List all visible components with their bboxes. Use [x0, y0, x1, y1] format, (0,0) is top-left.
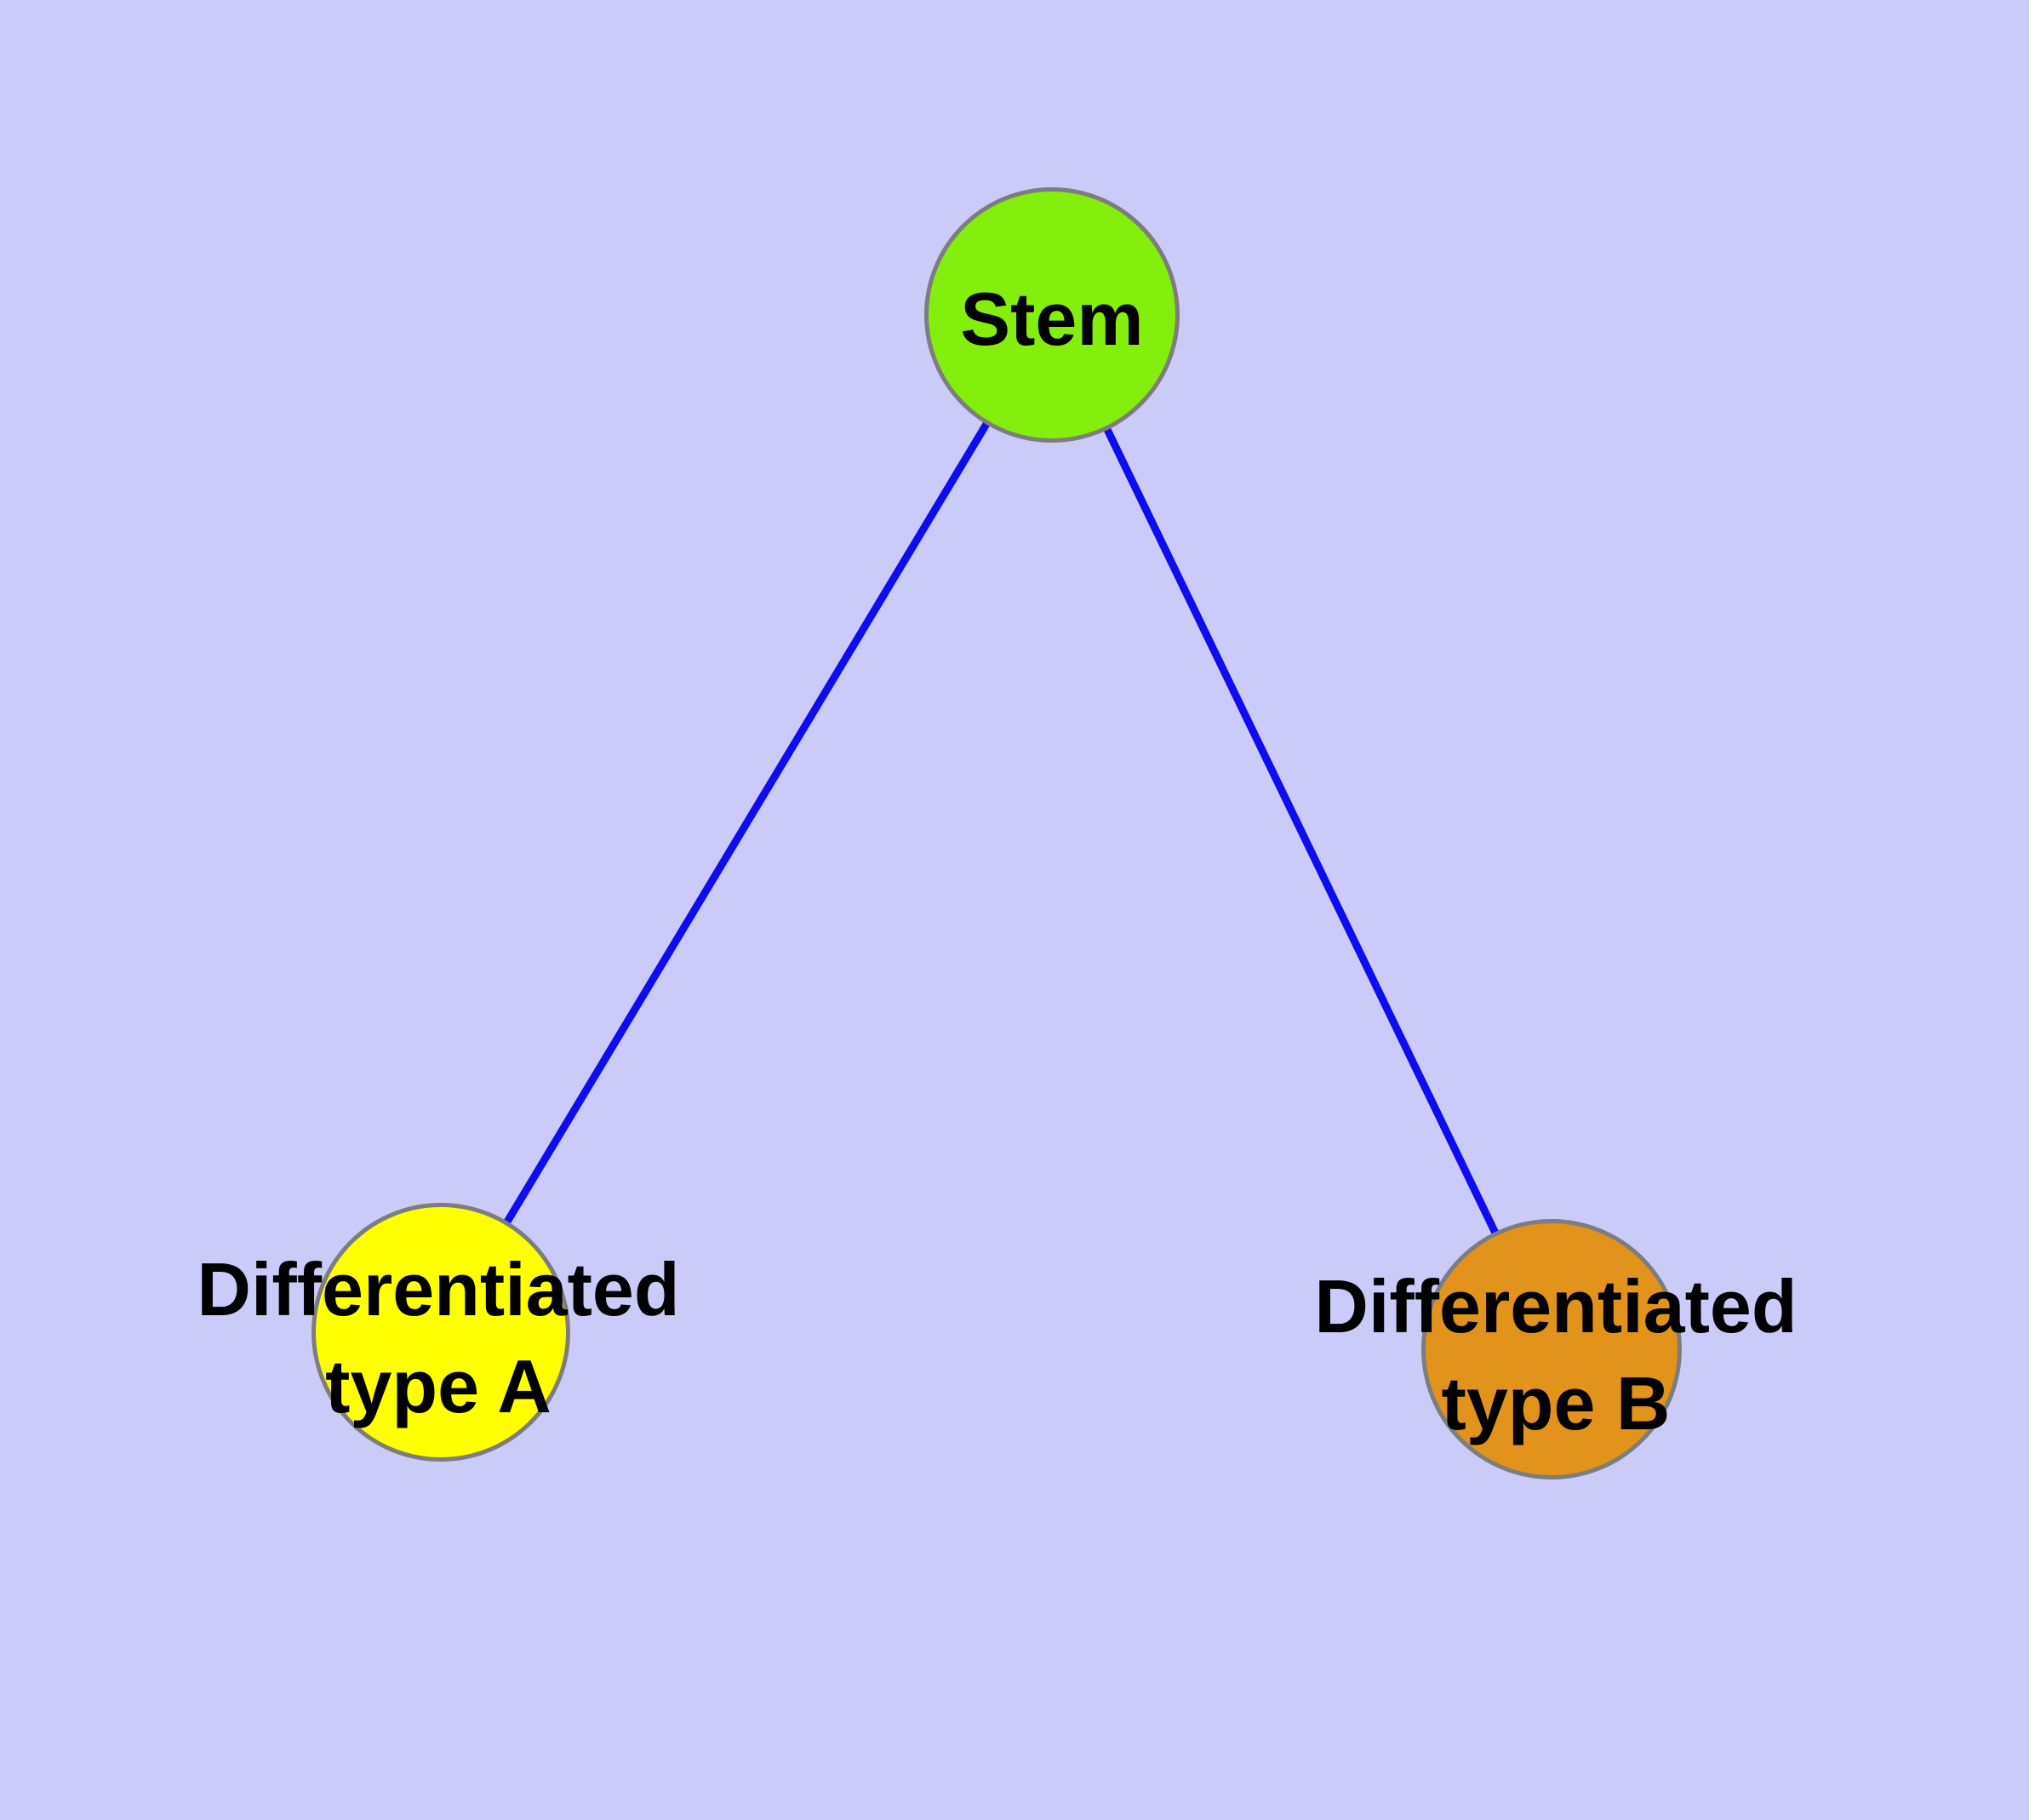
node-type-b-label: Differentiated type B	[1314, 1258, 1797, 1452]
edge-stem-to-type-a	[437, 311, 1056, 1336]
node-type-b-label-line1: Differentiated	[1314, 1264, 1798, 1348]
node-type-b-label-line2: type B	[1441, 1361, 1671, 1445]
edge-stem-to-type-b	[1048, 311, 1556, 1354]
node-type-a-circle	[311, 1203, 570, 1462]
node-type-a-label: Differentiated type A	[197, 1241, 679, 1435]
node-type-b-circle	[1421, 1219, 1682, 1479]
node-stem-label: Stem	[960, 277, 1144, 361]
node-type-a-label-line2: type A	[325, 1344, 552, 1428]
node-type-a-label-line1: Differentiated	[197, 1247, 680, 1331]
node-stem-circle	[924, 187, 1180, 443]
